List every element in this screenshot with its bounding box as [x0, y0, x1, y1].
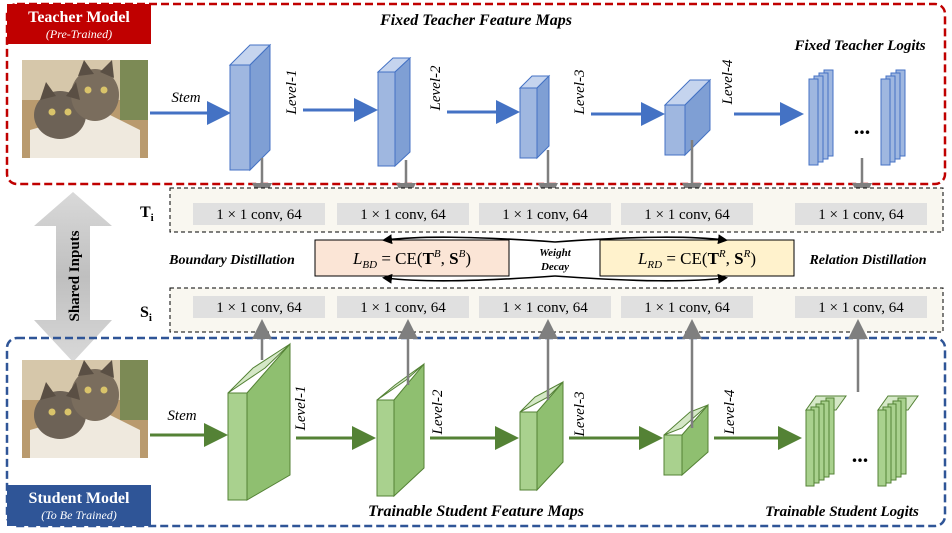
svg-text:1 × 1 conv, 64: 1 × 1 conv, 64 — [644, 300, 730, 316]
teacher-conv-4: 1 × 1 conv, 64 — [621, 203, 753, 225]
weight-decay-arrow-top-right — [554, 234, 728, 245]
relation-loss-formula: LRD = CE(TR, SR) — [637, 248, 756, 271]
weight-decay-label-2: Decay — [540, 261, 569, 273]
weight-decay-label-1: Weight — [539, 247, 572, 259]
svg-text:1 × 1 conv, 64: 1 × 1 conv, 64 — [644, 207, 730, 223]
relation-distillation-label: Relation Distillation — [808, 253, 926, 268]
student-model-badge: Student Model (To Be Trained) — [7, 485, 151, 526]
teacher-maps-caption: Fixed Teacher Feature Maps — [379, 12, 572, 29]
student-level-3-label: Level-3 — [572, 392, 588, 438]
teacher-stem-label: Stem — [171, 90, 200, 106]
boundary-loss-formula: LBD = CE(TB, SB) — [352, 248, 471, 271]
teacher-conv-3: 1 × 1 conv, 64 — [479, 203, 611, 225]
weight-decay-arrow-top-left — [382, 234, 556, 245]
svg-text:1 × 1 conv, 64: 1 × 1 conv, 64 — [818, 300, 904, 316]
student-conv-4: 1 × 1 conv, 64 — [621, 296, 753, 318]
teacher-logits-caption: Fixed Teacher Logits — [793, 38, 925, 54]
svg-text:1 × 1 conv, 64: 1 × 1 conv, 64 — [216, 300, 302, 316]
student-level-4-map — [663, 403, 709, 477]
teacher-level-3-label: Level-3 — [572, 70, 588, 116]
student-level-2-map — [376, 362, 425, 498]
shared-inputs-arrow: Shared Inputs — [34, 192, 112, 362]
student-conv-3: 1 × 1 conv, 64 — [479, 296, 611, 318]
svg-text:1 × 1 conv, 64: 1 × 1 conv, 64 — [216, 207, 302, 223]
student-logits-ellipsis: ... — [852, 442, 869, 467]
teacher-level-1-label: Level-1 — [284, 70, 300, 116]
weight-decay-arrow-bottom-right — [554, 273, 728, 284]
teacher-level-4-label: Level-4 — [720, 59, 736, 105]
teacher-subtitle: (Pre-Trained) — [46, 27, 112, 41]
teacher-title: Teacher Model — [28, 9, 130, 26]
student-logits-stack-2 — [877, 395, 919, 487]
student-conv-2: 1 × 1 conv, 64 — [337, 296, 469, 318]
teacher-conv-2: 1 × 1 conv, 64 — [337, 203, 469, 225]
student-level-4-label: Level-4 — [722, 389, 738, 435]
student-region — [5, 336, 947, 528]
teacher-level-2-label: Level-2 — [428, 65, 444, 111]
teacher-level-3-map — [518, 74, 551, 160]
student-subtitle: (To Be Trained) — [41, 508, 117, 522]
relation-loss-box: LRD = CE(TR, SR) — [599, 239, 795, 277]
student-logits-caption: Trainable Student Logits — [765, 504, 919, 520]
student-level-1-label: Level-1 — [293, 386, 309, 432]
student-logits-stack-1 — [805, 395, 847, 487]
student-row-label: Si — [140, 304, 152, 324]
teacher-level-4-map — [663, 78, 712, 157]
student-cat-image — [22, 360, 148, 458]
teacher-row-label: Ti — [140, 204, 154, 224]
student-title: Student Model — [29, 490, 130, 507]
svg-text:1 × 1 conv, 64: 1 × 1 conv, 64 — [818, 207, 904, 223]
student-maps-caption: Trainable Student Feature Maps — [368, 503, 584, 520]
boundary-loss-box: LBD = CE(TB, SB) — [314, 239, 510, 277]
student-conv-1: 1 × 1 conv, 64 — [193, 296, 325, 318]
teacher-logits-stack-2 — [880, 69, 906, 166]
teacher-level-2-map — [376, 56, 412, 168]
svg-text:1 × 1 conv, 64: 1 × 1 conv, 64 — [360, 207, 446, 223]
teacher-logits-stack-1 — [808, 69, 834, 166]
weight-decay-arrow-bottom-left — [382, 273, 556, 284]
teacher-model-badge: Teacher Model (Pre-Trained) — [7, 4, 151, 44]
teacher-cat-image — [22, 60, 148, 158]
teacher-conv-5: 1 × 1 conv, 64 — [795, 203, 927, 225]
teacher-logits-ellipsis: ... — [854, 114, 871, 139]
teacher-level-1-map — [228, 43, 272, 172]
teacher-conv-1: 1 × 1 conv, 64 — [193, 203, 325, 225]
student-level-2-label: Level-2 — [430, 389, 446, 435]
boundary-distillation-label: Boundary Distillation — [168, 253, 295, 268]
shared-inputs-label: Shared Inputs — [67, 230, 83, 321]
student-level-1-map — [227, 342, 291, 501]
student-conv-5: 1 × 1 conv, 64 — [795, 296, 927, 318]
svg-text:1 × 1 conv, 64: 1 × 1 conv, 64 — [502, 300, 588, 316]
teacher-region — [5, 2, 947, 186]
svg-text:1 × 1 conv, 64: 1 × 1 conv, 64 — [360, 300, 446, 316]
student-stem-label: Stem — [167, 408, 196, 424]
student-level-3-map — [519, 380, 564, 492]
svg-text:1 × 1 conv, 64: 1 × 1 conv, 64 — [502, 207, 588, 223]
